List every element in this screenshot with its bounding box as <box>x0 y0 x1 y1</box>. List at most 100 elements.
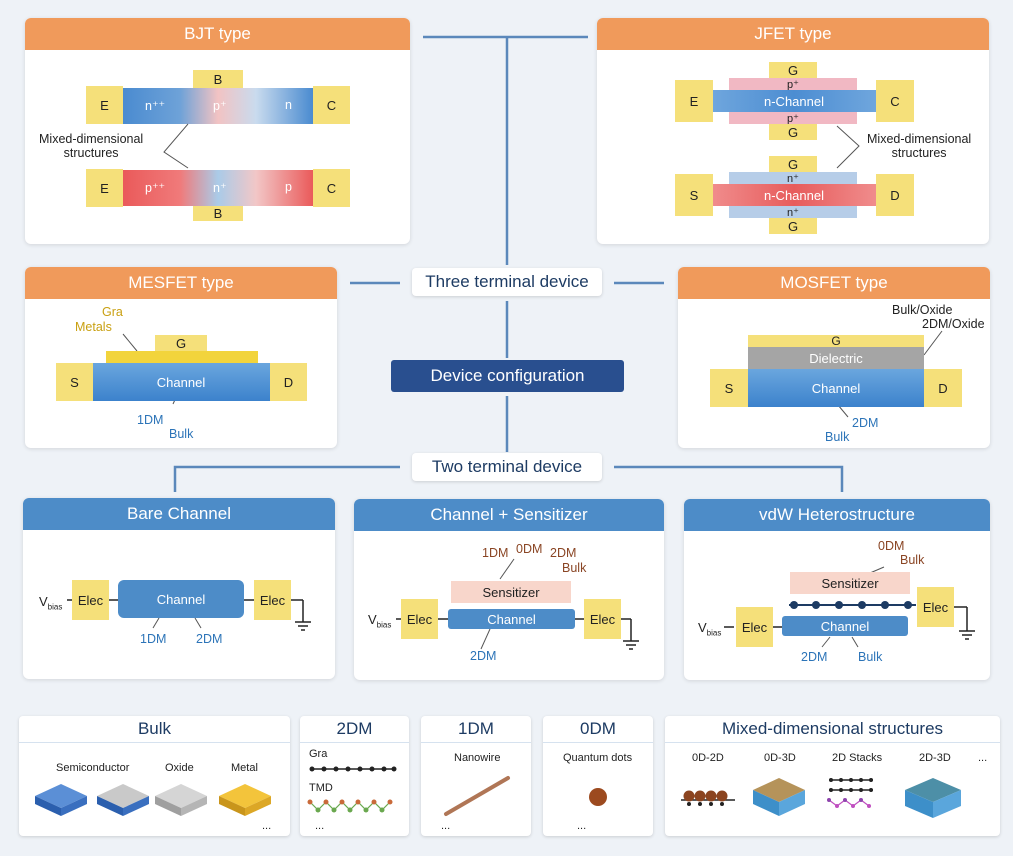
1dm-materials-panel: 1DM Nanowire ... <box>421 716 531 836</box>
bulk-block-icons <box>35 784 271 816</box>
mesfet-panel: MESFET type Gra Metals G Channel S D 1DM… <box>25 267 337 448</box>
sens-bulk-label: Bulk <box>562 561 587 575</box>
jfet-panel: JFET type G p⁺ n-Channel p⁺ G E C Mixed-… <box>597 18 989 244</box>
0dm-more-label: ... <box>577 820 587 832</box>
0dm-materials-title: 0DM <box>543 716 653 743</box>
mosfet-dielectric: Dielectric <box>748 347 924 369</box>
bare-elec-right: Elec <box>254 580 291 620</box>
mixed-0d-2d-label: 0D-2D <box>692 752 724 764</box>
sens-2dm-label: 2DM <box>550 546 577 560</box>
vdw-circuit-wires <box>724 566 975 648</box>
jfet-top-gate-upper: G <box>769 62 817 78</box>
mosfet-bulk-label: Bulk <box>825 430 850 444</box>
mosfet-pointer-lines <box>837 330 943 418</box>
jfet-bottom-n-lower: n⁺ <box>729 206 857 219</box>
bjt-bottom-collector: C <box>313 169 350 207</box>
three-terminal-label: Three terminal device <box>412 268 602 296</box>
mosfet-2dm-oxide-label: 2DM/Oxide <box>922 317 985 331</box>
bulk-materials-title: Bulk <box>19 716 290 743</box>
jfet-top-p-upper: p⁺ <box>729 78 857 91</box>
bare-vbias-v: V <box>39 594 48 609</box>
vdw-0dm-label: 0DM <box>878 539 905 553</box>
sens-1dm-label: 1DM <box>482 546 509 560</box>
mosfet-title: MOSFET type <box>678 267 990 299</box>
mosfet-bulk-oxide-label: Bulk/Oxide <box>892 303 953 317</box>
mesfet-1dm-label: 1DM <box>137 413 164 427</box>
sens-channel-2dm-label: 2DM <box>470 649 497 663</box>
2dm-more-label: ... <box>315 820 325 832</box>
jfet-bottom-drain: D <box>876 174 914 216</box>
jfet-bottom-n-upper: n⁺ <box>729 172 857 185</box>
sens-channel-body: Channel <box>448 609 575 629</box>
vdw-bulk-label: Bulk <box>858 650 883 664</box>
1dm-materials-title: 1DM <box>421 716 531 743</box>
sens-vbias-sub: bias <box>376 620 392 630</box>
mixed-0d-3d-label: 0D-3D <box>764 752 796 764</box>
tmd-label: TMD <box>309 782 333 794</box>
bare-elec-left: Elec <box>72 580 109 620</box>
jfet-bottom-gate-upper: G <box>769 156 817 172</box>
bjt-top-pp: p⁺ <box>213 99 227 113</box>
bjt-bottom-bar <box>123 170 313 206</box>
sens-vbias-v: V <box>368 612 377 627</box>
jfet-top-channel: n-Channel <box>712 90 876 112</box>
mixed-structures-panel: Mixed-dimensional structures 0D-2D 0D-3D… <box>665 716 1000 836</box>
sens-0dm-label: 0DM <box>516 542 543 556</box>
vdw-bulk-top-label: Bulk <box>900 553 925 567</box>
mesfet-gate-metal <box>106 351 258 363</box>
jfet-top-gate-lower: G <box>769 124 817 140</box>
vdw-elec-right: Elec <box>917 587 954 627</box>
mosfet-source: S <box>710 369 748 407</box>
mixed-structure-icons <box>681 778 961 818</box>
bjt-top-emitter: E <box>86 86 123 124</box>
1dm-more-label: ... <box>441 820 451 832</box>
mosfet-2dm-label: 2DM <box>852 416 879 430</box>
bjt-bottom-emitter: E <box>86 169 123 207</box>
gra-label: Gra <box>309 748 328 760</box>
mosfet-gate: G <box>748 334 924 348</box>
vdw-sensitizer-layer: Sensitizer <box>790 572 910 594</box>
mixed-2d-stacks-label: 2D Stacks <box>832 752 883 764</box>
bjt-top-npp: n⁺⁺ <box>145 99 166 113</box>
jfet-top-drain: C <box>876 80 914 122</box>
metal-label: Metal <box>231 762 258 774</box>
bare-1dm-label: 1DM <box>140 632 167 646</box>
bjt-bracket <box>163 123 189 169</box>
bulk-more-label: ... <box>262 820 272 832</box>
semiconductor-label: Semiconductor <box>56 762 130 774</box>
bjt-top-bar <box>123 88 313 124</box>
bare-circuit-wires <box>67 599 311 631</box>
bulk-materials-panel: Bulk Semiconductor Oxide Metal ... <box>19 716 290 836</box>
bjt-top-collector: C <box>313 86 350 124</box>
sens-sensitizer-layer: Sensitizer <box>451 581 571 603</box>
2dm-materials-title: 2DM <box>300 716 409 743</box>
jfet-mixed-label: Mixed-dimensional structures <box>867 132 972 160</box>
bare-channel-panel: Bare Channel Vbias Elec Channel Elec 1DM… <box>23 498 335 679</box>
vdw-vbias-label: Vbias <box>698 620 721 638</box>
mesfet-metals-label: Metals <box>75 320 112 334</box>
jfet-top-p-lower: p⁺ <box>729 112 857 125</box>
mixed-structures-title: Mixed-dimensional structures <box>665 716 1000 743</box>
vdw-channel-body: Channel <box>782 616 908 636</box>
quantum-dot-icon <box>589 788 607 806</box>
oxide-label: Oxide <box>165 762 194 774</box>
sensitizer-title: Channel + Sensitizer <box>354 499 664 531</box>
bjt-panel: BJT type B E C n⁺⁺ p⁺ n Mixed-dimensiona… <box>25 18 410 244</box>
vdw-title: vdW Heterostructure <box>684 499 990 531</box>
vdw-elec-left: Elec <box>736 607 773 647</box>
vdw-vbias-v: V <box>698 620 707 635</box>
jfet-title: JFET type <box>597 18 989 50</box>
mesfet-drain: D <box>270 363 307 401</box>
jfet-bottom-gate-lower: G <box>769 218 817 234</box>
sens-vbias-label: Vbias <box>368 612 391 630</box>
bjt-bottom-np: n⁺ <box>213 181 227 195</box>
bjt-bottom-ppp: p⁺⁺ <box>145 181 166 195</box>
mesfet-title: MESFET type <box>25 267 337 299</box>
mosfet-channel: Channel <box>748 369 924 407</box>
two-terminal-label: Two terminal device <box>412 453 602 481</box>
mixed-more-label: ... <box>978 752 988 764</box>
jfet-bracket <box>836 125 860 169</box>
bare-vbias-label: Vbias <box>39 594 62 612</box>
mosfet-panel: MOSFET type Bulk/Oxide 2DM/Oxide G Diele… <box>678 267 990 448</box>
